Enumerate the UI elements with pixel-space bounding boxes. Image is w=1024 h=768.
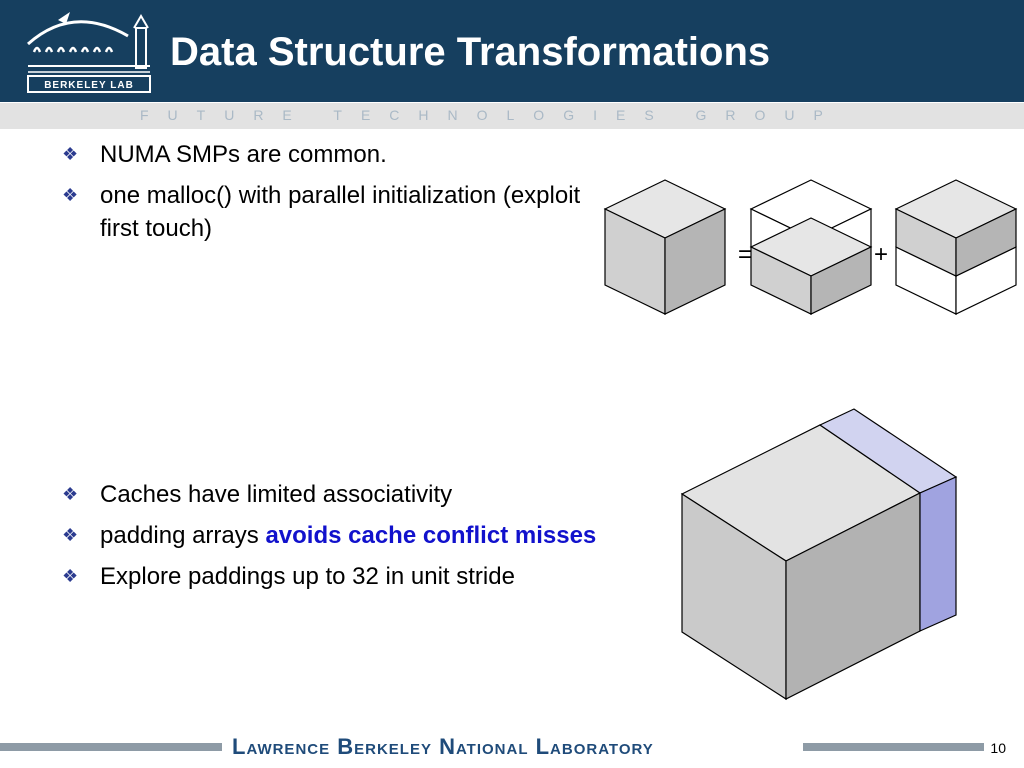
bullet-text: one malloc() with parallel initializatio… (100, 182, 581, 242)
page-number: 10 (990, 740, 1006, 756)
bullet-text: NUMA SMPs are common. (100, 141, 387, 168)
bullet-text: Caches have limited associativity (100, 481, 453, 508)
bullet-list-top: ❖ NUMA SMPs are common. ❖ one malloc() w… (62, 138, 600, 253)
equals-sign: = (738, 241, 752, 268)
bullet-item: ❖ NUMA SMPs are common. (62, 138, 600, 171)
diamond-bullet-icon: ❖ (62, 185, 79, 205)
bullet-list-bottom: ❖ Caches have limited associativity ❖ pa… (62, 478, 600, 601)
bullet-item: ❖ padding arrays avoids cache conflict m… (62, 519, 600, 552)
full-cube (603, 179, 727, 315)
first-touch-diagram: = + (603, 179, 1018, 315)
footer-rule-right (803, 743, 984, 751)
group-band: FUTURE TECHNOLOGIES GROUP (0, 102, 1024, 129)
slide-title: Data Structure Transformations (170, 30, 771, 74)
diamond-bullet-icon: ❖ (62, 484, 79, 504)
diamond-bullet-icon: ❖ (62, 525, 79, 545)
top-half-cube (894, 179, 1018, 315)
padded-array-diagram (680, 408, 958, 701)
bullet-emphasis: avoids cache conflict misses (265, 522, 597, 549)
bullet-text: Explore paddings up to 32 in unit stride (100, 563, 515, 590)
bullet-item: ❖ Explore paddings up to 32 in unit stri… (62, 560, 600, 593)
header-bar: BERKELEY LAB Data Structure Transformati… (0, 0, 1024, 102)
group-band-text: FUTURE TECHNOLOGIES GROUP (140, 107, 842, 123)
diamond-bullet-icon: ❖ (62, 144, 79, 164)
footer-rule-left (0, 743, 222, 751)
bullet-item: ❖ one malloc() with parallel initializat… (62, 179, 600, 245)
footer-lab-name: Lawrence Berkeley National Laboratory (232, 734, 654, 759)
bullet-text: padding arrays (100, 522, 266, 549)
berkeley-lab-logo: BERKELEY LAB (27, 12, 151, 93)
bottom-half-cube (749, 179, 873, 315)
logo-text: BERKELEY LAB (44, 80, 134, 91)
bullet-item: ❖ Caches have limited associativity (62, 478, 600, 511)
plus-sign: + (874, 241, 888, 268)
padding-side-face (919, 476, 957, 632)
diamond-bullet-icon: ❖ (62, 566, 79, 586)
